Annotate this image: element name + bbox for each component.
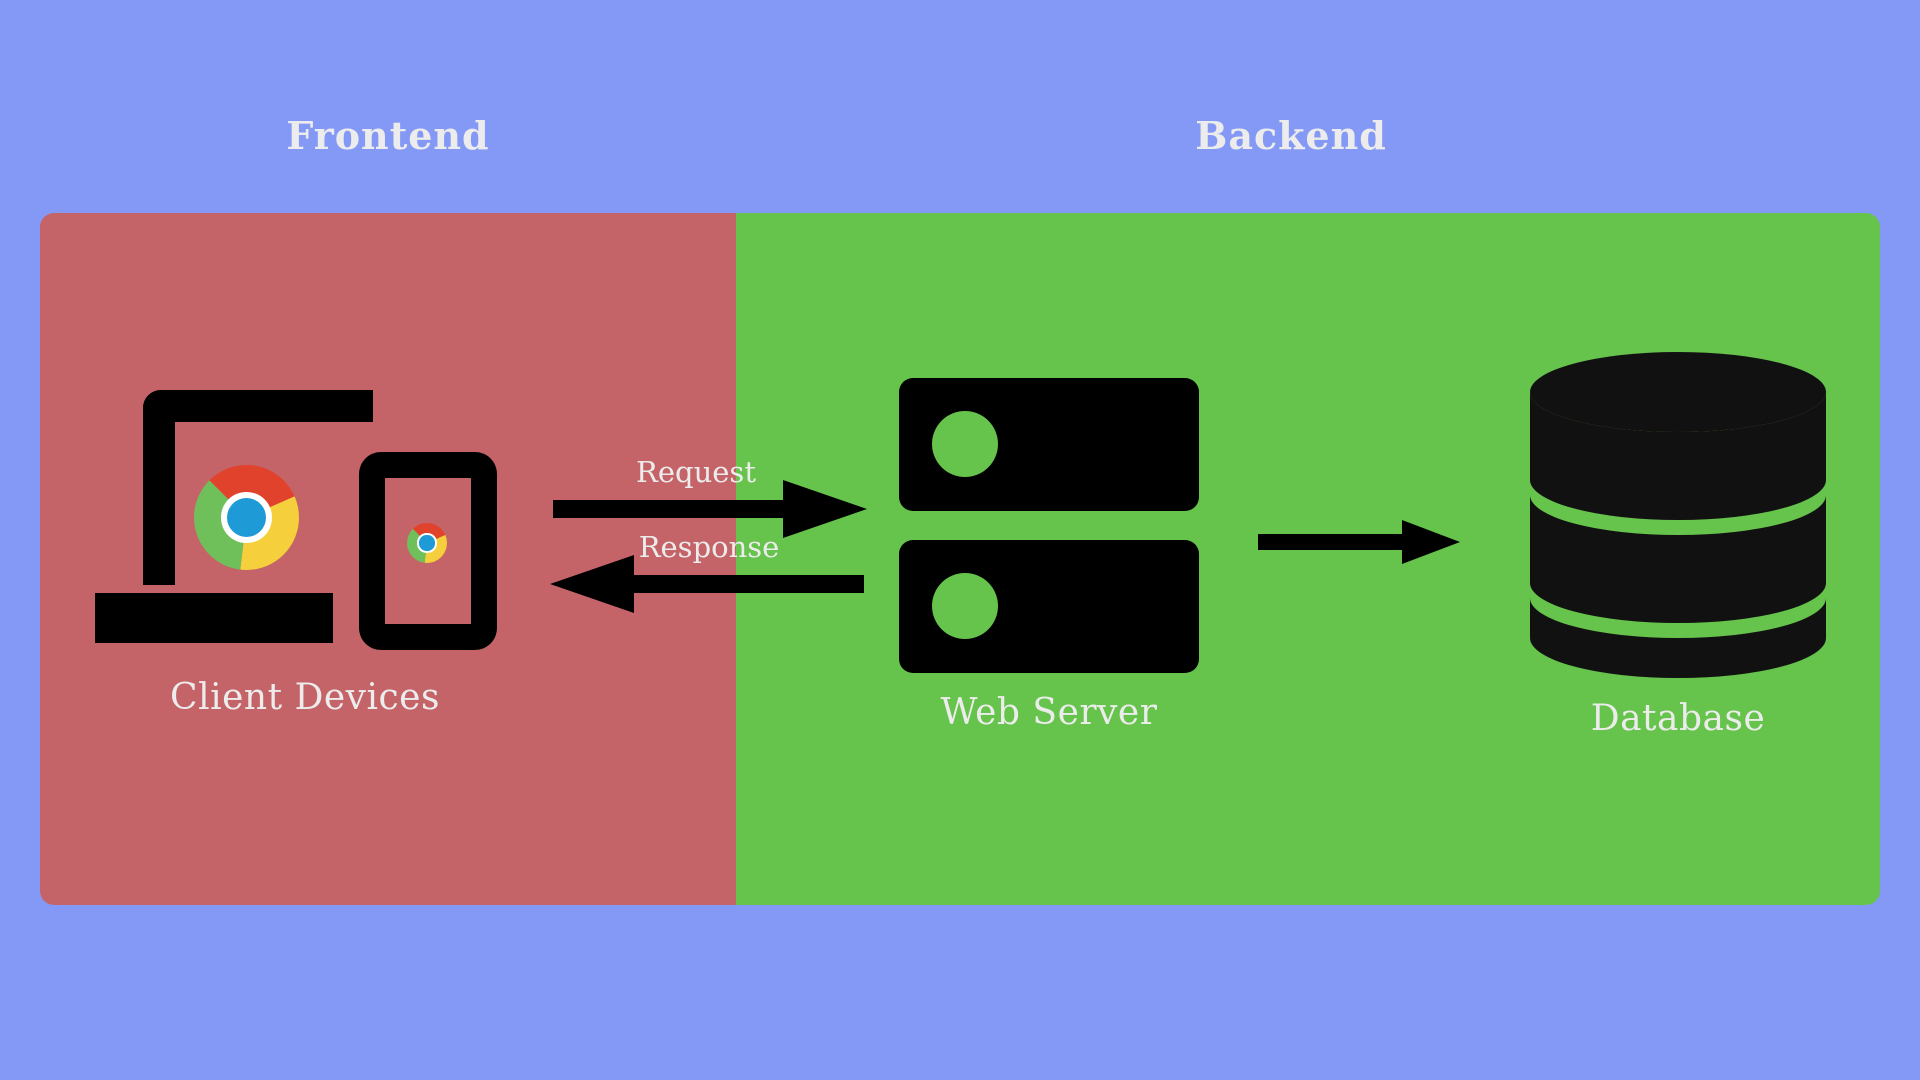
arrow-label-request: Request — [636, 455, 756, 489]
chrome-blue-core — [226, 497, 267, 538]
server-unit-top — [899, 378, 1199, 511]
node-web-server[interactable]: Web Server — [899, 372, 1199, 733]
node-label-client-devices: Client Devices — [170, 677, 440, 718]
arrow-label-response: Response — [638, 530, 780, 564]
arrow-request-shaft — [553, 500, 791, 518]
smartphone-icon — [359, 452, 497, 650]
section-title-frontend: Frontend — [286, 113, 490, 158]
chrome-blue-core — [419, 535, 435, 551]
chrome-browser-icon — [194, 465, 299, 570]
node-label-web-server: Web Server — [940, 692, 1158, 733]
laptop-base-shape — [95, 593, 333, 643]
arrow-db-shaft — [1258, 534, 1408, 550]
section-title-backend: Backend — [1195, 113, 1387, 158]
arrow-request — [553, 480, 867, 538]
database-cylinder-icon — [1528, 350, 1828, 680]
arrow-db-head — [1402, 520, 1460, 564]
database-icon-svg — [1530, 352, 1826, 678]
arrow-server-to-database — [1258, 520, 1460, 564]
node-client-devices[interactable]: Client Devices — [95, 380, 515, 718]
node-database[interactable]: Database — [1528, 350, 1828, 739]
client-devices-icon-group — [95, 380, 515, 655]
database-tier-2 — [1530, 495, 1826, 623]
chrome-browser-icon-small — [407, 523, 447, 563]
laptop-screen-shape — [143, 390, 373, 585]
server-led-icon — [932, 573, 998, 639]
database-top-ellipse — [1530, 352, 1826, 432]
arrow-response — [550, 555, 864, 613]
server-rack-icon — [899, 372, 1199, 676]
database-tier-3 — [1530, 598, 1826, 678]
laptop-icon — [95, 390, 373, 650]
server-led-icon — [932, 411, 998, 477]
arrow-request-head — [783, 480, 867, 538]
arrow-response-head — [550, 555, 634, 613]
node-label-database: Database — [1590, 698, 1766, 739]
arrow-response-shaft — [626, 575, 864, 593]
database-tier-1 — [1530, 392, 1826, 520]
server-unit-bottom — [899, 540, 1199, 673]
